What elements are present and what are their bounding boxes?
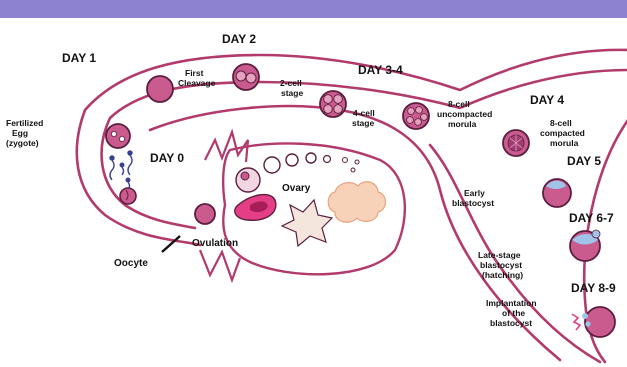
uncompacted-morula — [403, 103, 429, 129]
two-cell-label-1: 2-cell — [280, 78, 302, 88]
compacted-label-2: compacted — [540, 128, 585, 138]
implantation-label-2: of the — [502, 308, 525, 318]
developing-follicle-oocyte — [241, 172, 249, 180]
sperm-4-head — [126, 178, 130, 182]
compacted-morula — [503, 130, 529, 156]
fertilized-egg-label-2: Egg — [12, 128, 28, 138]
follicle-5 — [343, 158, 348, 163]
uncompacted-blastomere-2 — [416, 107, 423, 114]
sperm-1-head — [110, 156, 114, 160]
follicle-2 — [286, 154, 298, 166]
first-cleavage-label-1: First — [185, 68, 204, 78]
two-cell-embryo — [233, 64, 259, 90]
two-cell-blastomere-1 — [236, 71, 246, 81]
day-8-9-label: DAY 8-9 — [571, 281, 616, 295]
sperm-group — [110, 151, 132, 190]
compacted-label-1: 8-cell — [550, 118, 572, 128]
four-cell-blastomere-1 — [324, 95, 333, 104]
zygote-pronucleus-1 — [111, 131, 116, 136]
ovary — [200, 132, 405, 280]
first-cleavage-zona — [147, 76, 173, 102]
uncompacted-blastomere-1 — [408, 108, 415, 115]
uncompacted-label-2: uncompacted — [437, 109, 492, 119]
zygote-cell — [106, 124, 130, 148]
day-6-7-label: DAY 6-7 — [569, 211, 614, 225]
day-5-label: DAY 5 — [567, 154, 601, 168]
follicle-3 — [306, 153, 316, 163]
late-blastocyst-label-2: blastocyst — [480, 260, 522, 270]
sperm-3 — [122, 167, 124, 175]
late-blastocyst — [570, 230, 600, 261]
developing-follicle — [236, 168, 260, 192]
four-cell-embryo — [320, 91, 346, 117]
follicle-7 — [351, 168, 355, 172]
day-0-label: DAY 0 — [150, 151, 184, 165]
implantation-label-3: blastocyst — [490, 318, 532, 328]
fertilized-egg-label-3: (zygote) — [6, 138, 39, 148]
late-blastocyst-label-1: Late-stage — [478, 250, 521, 260]
follicle-6 — [355, 160, 359, 164]
follicle-4 — [324, 156, 331, 163]
late-blastocyst-label-3: (hatching) — [482, 270, 523, 280]
late-blastocyst-hatching — [592, 230, 600, 238]
day-3-4-label: DAY 3-4 — [358, 63, 403, 77]
first-cleavage-cell — [147, 76, 173, 102]
compacted-label-3: morula — [550, 138, 579, 148]
uncompacted-blastomere-3 — [421, 114, 428, 121]
corpus-albicans — [328, 182, 385, 223]
sperm-2-head — [128, 151, 132, 155]
first-cleavage-label-2: Cleavage — [178, 78, 216, 88]
ovulation-label: Ovulation — [192, 238, 238, 249]
uncompacted-blastomere-5 — [407, 117, 414, 124]
four-cell-label-1: 4-cell — [353, 108, 375, 118]
day-2-label: DAY 2 — [222, 32, 256, 46]
sperm-2 — [128, 155, 132, 175]
implanting-blastocyst — [572, 307, 615, 337]
zygote-pronucleus-2 — [119, 136, 124, 141]
four-cell-blastomere-2 — [334, 95, 343, 104]
uncompacted-label-3: morula — [448, 119, 477, 129]
implantation-label-1: Implantation — [486, 298, 537, 308]
sperm-3-head — [120, 163, 124, 167]
early-blastocyst-label-2: blastocyst — [452, 198, 494, 208]
fertilized-egg-label-1: Fertilized — [6, 118, 43, 128]
four-cell-zona — [320, 91, 346, 117]
four-cell-blastomere-4 — [334, 105, 343, 114]
oocyte-label: Oocyte — [114, 258, 148, 269]
day-1-label: DAY 1 — [62, 51, 96, 65]
uncompacted-blastomere-4 — [415, 119, 422, 126]
four-cell-blastomere-3 — [324, 105, 333, 114]
two-cell-label-2: stage — [281, 88, 303, 98]
sperm-1 — [110, 160, 114, 180]
follicle-1 — [264, 157, 280, 173]
implanting-icm-1 — [582, 313, 588, 319]
two-cell-blastomere-2 — [246, 73, 256, 83]
implanting-trophoblast — [572, 314, 580, 330]
uncompacted-label-1: 8-cell — [448, 99, 470, 109]
implanting-icm-2 — [585, 321, 590, 326]
day-4-label: DAY 4 — [530, 93, 564, 107]
early-blastocyst-label-1: Early — [464, 188, 485, 198]
zygote — [106, 124, 130, 148]
ovary-label: Ovary — [282, 183, 311, 194]
four-cell-label-2: stage — [352, 118, 374, 128]
ovulated-oocyte — [195, 204, 215, 224]
early-blastocyst — [543, 179, 571, 207]
